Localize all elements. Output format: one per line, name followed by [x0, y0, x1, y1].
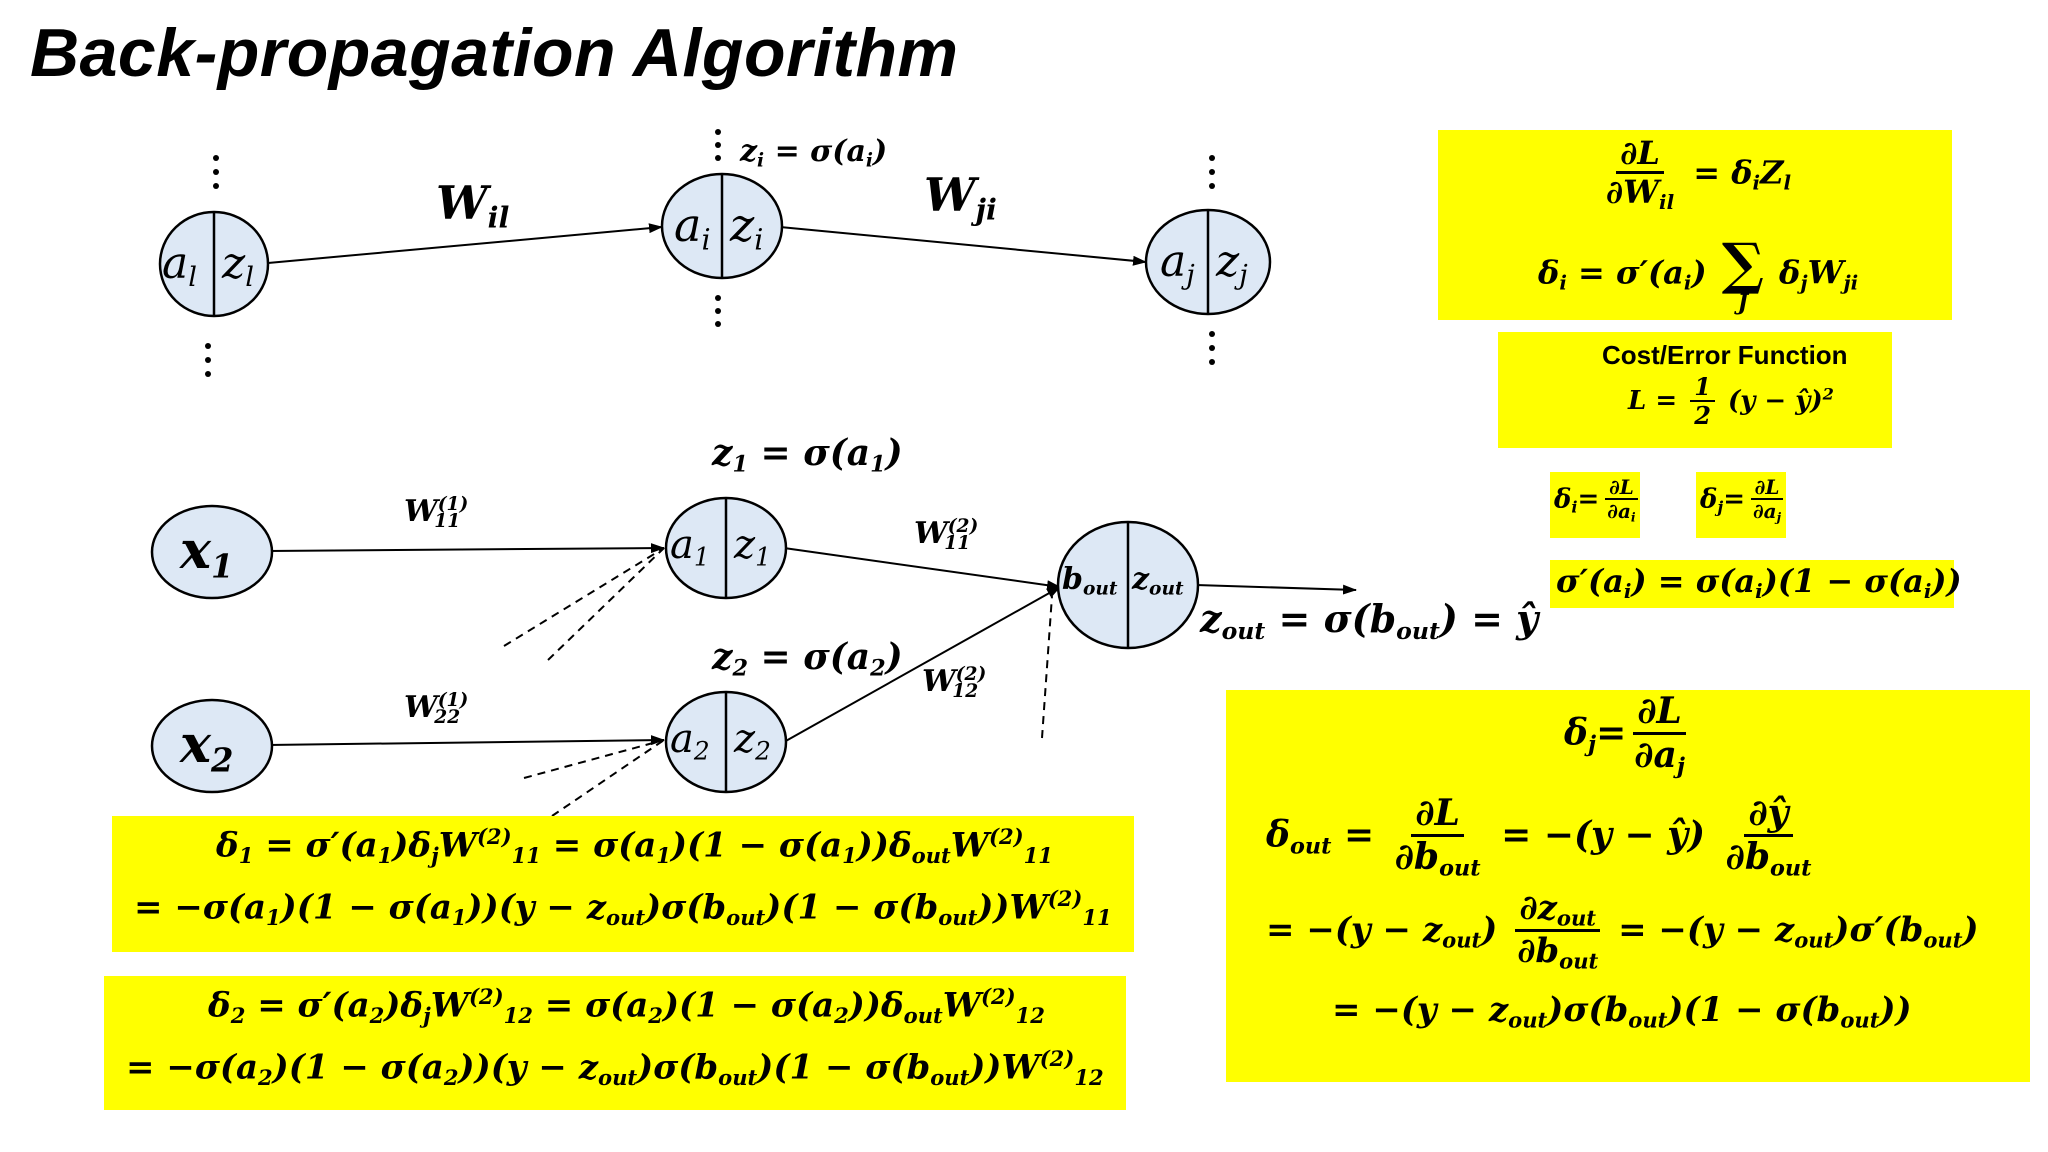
cost-heading: Cost/Error Function [1602, 340, 1848, 370]
weight-w11-1-label: W(1)11 [404, 494, 469, 532]
delta-j-definition: δj=∂L∂aj [1564, 690, 1686, 780]
node-j [1144, 208, 1272, 316]
delta-i-def-box: δi=∂L∂ai [1550, 472, 1640, 538]
sigma-prime-box: σ′(ai) = σ(ai)(1 − σ(ai)) [1550, 560, 1962, 608]
sigma-prime-equation: σ′(ai) = σ(ai)(1 − σ(ai)) [1556, 562, 1962, 603]
delta-out-line3: = −(y − zout)σ(bout)(1 − σ(bout)) [1332, 990, 1912, 1033]
delta2-line1: δ2 = σ′(a2)δjW(2)12 = σ(a2)(1 − σ(a2))δo… [208, 984, 1045, 1028]
delta-out-box: δj=∂L∂aj δout = ∂L∂bout = −(y − ŷ) ∂ŷ∂bo… [1226, 690, 2030, 1082]
delta2-box: δ2 = σ′(a2)δjW(2)12 = σ(a2)(1 − σ(a2))δo… [104, 976, 1126, 1110]
delta1-line2: = −σ(a1)(1 − σ(a1))(y − zout)σ(bout)(1 −… [134, 886, 1112, 930]
delta-i-def: δi=∂L∂ai [1554, 476, 1644, 525]
node-l-a-label: al [162, 238, 197, 294]
edge-x1-h1 [267, 543, 665, 554]
zi-equation: zi = σ(ai) [740, 134, 888, 172]
z2-equation: z2 = σ(a2) [712, 636, 903, 682]
input-x1-label: x1 [180, 520, 234, 586]
dashed-inputs [503, 547, 1053, 817]
weight-w12-2-label: W(2)12 [922, 664, 987, 702]
delta-i-equation: δi = σ′(ai) ∑J δjWji [1538, 231, 1859, 316]
node-j-a-label: aj [1160, 236, 1195, 292]
edge-x2-h2 [267, 735, 665, 746]
edge-h1-out [783, 547, 1061, 591]
delta1-box: δ1 = σ′(a1)δjW(2)11 = σ(a1)(1 − σ(a1))δo… [112, 816, 1134, 952]
edge-h2-out [783, 586, 1061, 743]
z1-equation: z1 = σ(a1) [712, 432, 903, 478]
delta-out-line1: δout = ∂L∂bout = −(y − ŷ) ∂ŷ∂bout [1266, 792, 1812, 882]
zout-equation: zout = σ(bout) = ŷ [1200, 596, 1539, 646]
gradient-box: ∂L∂Wil = δiZl δi = σ′(ai) ∑J δjWji [1438, 130, 1952, 320]
node-x2 [150, 698, 274, 794]
node-i-a-label: ai [674, 198, 711, 257]
weight-wji-label: Wji [924, 168, 997, 227]
node-i-z-label: zi [730, 198, 764, 257]
node-l-z-label: zl [222, 238, 254, 294]
weight-w22-1-label: W(1)22 [404, 690, 469, 728]
node-out [1056, 520, 1200, 650]
node-h2-a-label: a2 [670, 716, 710, 766]
node-h1-a-label: a1 [670, 522, 710, 572]
input-x2-label: x2 [180, 714, 234, 780]
delta-out-line2: = −(y − zout) ∂zout∂bout = −(y − zout)σ′… [1266, 888, 1979, 974]
edge-l-i [267, 223, 663, 264]
node-j-z-label: zj [1216, 236, 1248, 292]
edge-out-y [1195, 584, 1357, 595]
delta2-line2: = −σ(a2)(1 − σ(a2))(y − zout)σ(bout)(1 −… [126, 1046, 1104, 1090]
delta-j-def-box: δj=∂L∂aj [1696, 472, 1786, 538]
node-h2 [664, 690, 788, 794]
gradient-equation: ∂L∂Wil = δiZl [1606, 134, 1791, 215]
page-title: Back-propagation Algorithm [30, 15, 959, 91]
node-h1-z-label: z1 [734, 522, 771, 572]
edge-i-j [779, 226, 1147, 266]
node-h2-z-label: z2 [734, 716, 771, 766]
delta1-line1: δ1 = σ′(a1)δjW(2)11 = σ(a1)(1 − σ(a1))δo… [216, 824, 1053, 868]
node-i [660, 172, 784, 280]
delta-j-def: δj=∂L∂aj [1700, 476, 1789, 525]
weight-w11-2-label: W(2)11 [914, 516, 979, 554]
node-x1 [150, 504, 274, 600]
node-out-b-label: bout [1062, 562, 1118, 600]
node-out-z-label: zout [1132, 562, 1184, 600]
weight-wil-label: Wil [436, 176, 510, 235]
node-h1 [664, 496, 788, 600]
node-l [158, 210, 270, 318]
ellipsis-dots [205, 129, 1215, 377]
